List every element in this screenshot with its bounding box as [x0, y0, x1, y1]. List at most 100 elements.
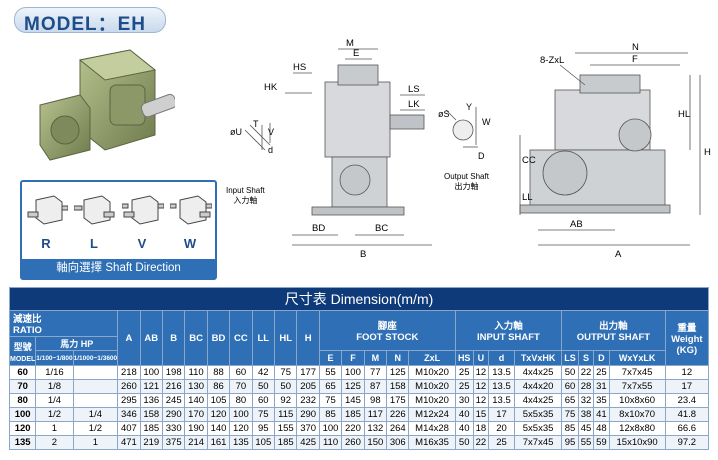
table-cell: 295: [117, 393, 141, 408]
table-cell: 80: [8, 393, 37, 408]
table-cell: 120: [229, 421, 253, 436]
table-cell: M10x20: [408, 393, 456, 408]
shaft-direction-caption: 軸向選擇 Shaft Direction: [22, 259, 215, 278]
col-u: U: [472, 350, 490, 366]
table-cell: 41: [593, 407, 610, 422]
table-cell: 155: [274, 421, 298, 436]
table-cell: 4x4x25: [513, 393, 563, 408]
table-cell: 75: [561, 407, 579, 422]
dim-label-t: T: [253, 119, 259, 129]
shaft-option-r[interactable]: R: [41, 236, 51, 251]
table-cell: 55: [577, 435, 595, 450]
table-cell: 306: [386, 435, 410, 450]
table-cell: 105: [206, 393, 231, 408]
shaft-v-diagram: [122, 195, 164, 225]
col-ls: LS: [561, 350, 579, 366]
table-cell: 117: [363, 407, 388, 422]
col-txvxhk: TxVxHK: [513, 350, 563, 366]
table-cell: 25: [593, 365, 610, 380]
col-d-small: d: [488, 350, 515, 366]
table-cell: 375: [161, 435, 186, 450]
table-cell: 7x7x55: [608, 379, 666, 394]
table-cell: 12: [472, 393, 490, 408]
table-cell: 407: [117, 421, 141, 436]
table-cell: 17: [488, 407, 515, 422]
col-f: F: [341, 350, 365, 366]
table-cell: 198: [161, 365, 186, 380]
table-cell: 120: [8, 421, 37, 436]
table-cell: 100: [341, 365, 365, 380]
table-cell: 22: [472, 435, 490, 450]
table-cell: 7x7x45: [513, 435, 563, 450]
table-cell: 12: [664, 365, 710, 380]
table-cell: 15x10x90: [608, 435, 666, 450]
col-zxl: ZxL: [408, 350, 456, 366]
dim-label-u: øU: [230, 127, 242, 137]
table-cell: 5x5x35: [513, 421, 563, 436]
table-cell: M10x20: [408, 379, 456, 394]
dim-label-ls: LS: [408, 84, 420, 95]
table-cell: 1/2: [35, 407, 74, 422]
col-ab: AB: [139, 310, 163, 366]
table-cell: 260: [117, 379, 141, 394]
table-cell: 232: [296, 393, 320, 408]
table-cell: 66.6: [664, 421, 710, 436]
table-cell: 17: [664, 379, 710, 394]
table-cell: 185: [341, 407, 365, 422]
shaft-option-l[interactable]: L: [90, 236, 98, 251]
table-cell: 158: [139, 407, 163, 422]
hp-col1-header: 1/100~1/800: [35, 350, 74, 366]
table-cell: 185: [274, 435, 298, 450]
col-wxyxlk: WxYxLK: [608, 350, 666, 366]
table-cell: 150: [363, 435, 388, 450]
table-cell: 13.5: [488, 379, 515, 394]
table-cell: 95: [561, 435, 579, 450]
table-cell: 100: [318, 421, 343, 436]
table-cell: 1: [35, 421, 74, 436]
dim-label-d: D: [478, 151, 485, 161]
table-cell: 75: [251, 407, 276, 422]
table-cell: 136: [139, 393, 163, 408]
table-cell: 87: [363, 379, 388, 394]
table-cell: 70: [8, 379, 37, 394]
table-title: 尺寸表 Dimension(m/m): [9, 287, 709, 311]
table-cell: 32: [577, 393, 595, 408]
table-cell: 226: [386, 407, 410, 422]
dim-label-v: V: [268, 127, 274, 137]
table-cell: 75: [318, 393, 343, 408]
table-cell: 132: [363, 421, 388, 436]
dim-label-hk: HK: [264, 82, 278, 93]
dim-label-h: H: [704, 147, 711, 158]
table-cell: 145: [341, 393, 365, 408]
table-cell: 346: [117, 407, 141, 422]
dim-label-ll: LL: [522, 192, 533, 203]
table-cell: 170: [184, 407, 208, 422]
shaft-l-diagram: [74, 195, 115, 225]
table-cell: 425: [296, 435, 320, 450]
table-cell: 175: [386, 393, 410, 408]
shaft-option-v[interactable]: V: [137, 236, 147, 251]
table-cell: 65: [561, 393, 579, 408]
shaft-direction-panel: R L V W 軸向選擇 Shaft Direction: [20, 180, 217, 280]
table-cell: 70: [229, 379, 253, 394]
table-cell: 216: [161, 379, 186, 394]
col-n: N: [386, 350, 410, 366]
table-cell: 25: [454, 365, 474, 380]
table-cell: 40: [454, 421, 474, 436]
table-cell: 100: [229, 407, 253, 422]
dim-label-ab: AB: [570, 219, 583, 230]
col-d: D: [593, 350, 610, 366]
table-cell: 28: [577, 379, 595, 394]
col-e: E: [318, 350, 343, 366]
table-cell: 161: [206, 435, 231, 450]
col-m: M: [363, 350, 388, 366]
table-cell: 130: [184, 379, 208, 394]
table-cell: 2: [35, 435, 74, 450]
shaft-option-w[interactable]: W: [183, 236, 197, 251]
output-shaft-caption: Output Shaft 出力軸: [444, 172, 489, 192]
